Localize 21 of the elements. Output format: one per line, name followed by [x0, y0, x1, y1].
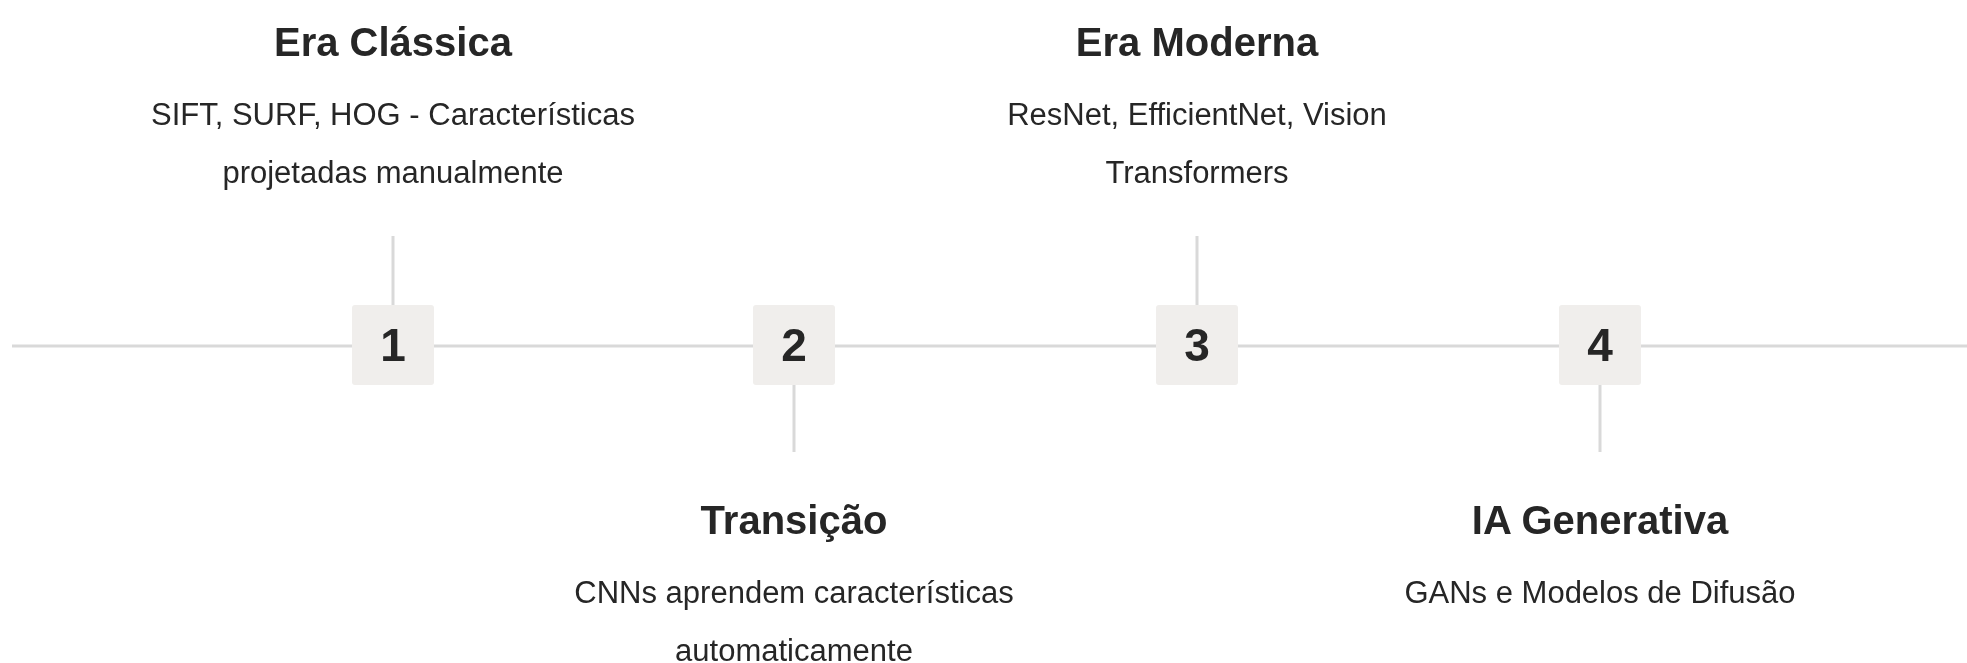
connector-line: [1238, 344, 1559, 348]
connector-line: [792, 385, 796, 452]
era-description: GANs e Modelos de Difusão: [1404, 574, 1796, 612]
era-description: CNNs aprendem características automaticamente: [573, 574, 1015, 663]
era-title: Era Moderna: [1075, 19, 1319, 66]
era-title: IA Generativa: [1471, 497, 1729, 544]
era-description: SIFT, SURF, HOG - Características projetadas manualmente: [150, 96, 636, 192]
timeline-line: [1641, 344, 1967, 348]
era-title: Era Clássica: [274, 19, 512, 66]
step-number-box: 3: [1156, 305, 1238, 385]
era-description: ResNet, EfficientNet, Vision Transformers: [1006, 96, 1388, 192]
step-number-box: 4: [1559, 305, 1641, 385]
timeline-line: [12, 344, 352, 348]
connector-line: [1598, 385, 1602, 452]
connector-line: [835, 344, 1156, 348]
step-number-box: 1: [352, 305, 434, 385]
step-number-box: 2: [753, 305, 835, 385]
connector-line: [434, 344, 753, 348]
connector-line: [391, 236, 395, 305]
era-title: Transição: [700, 497, 888, 544]
connector-line: [1195, 236, 1199, 305]
